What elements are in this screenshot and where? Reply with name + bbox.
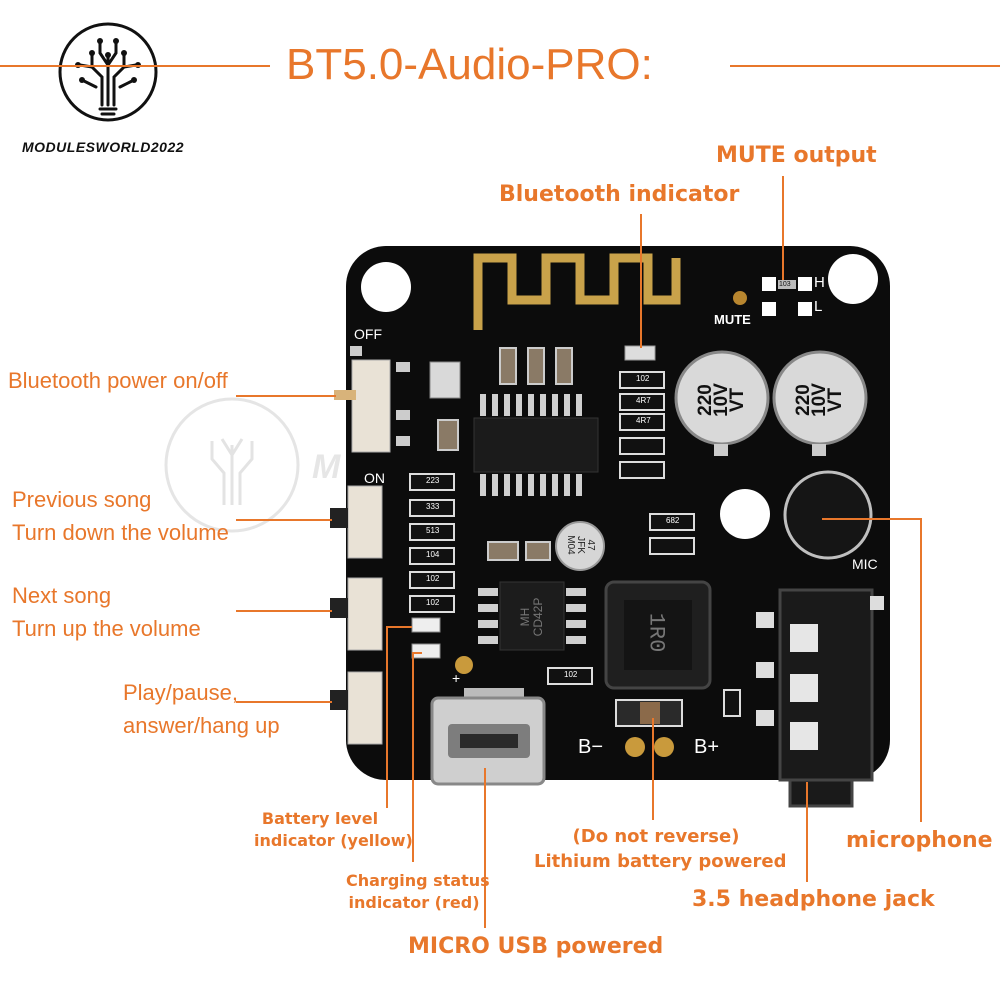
leader-usb	[484, 768, 486, 928]
inductor-marking: 1R0	[643, 612, 669, 653]
label-charging-status-line2: indicator (red)	[348, 893, 480, 912]
label-next-song: Next song Turn up the volume	[12, 579, 201, 645]
label-do-not-reverse: (Do not reverse)	[572, 826, 740, 847]
label-lithium-battery-powered: Lithium battery powered	[534, 851, 787, 872]
label-charging-status-line1: Charging status	[346, 871, 490, 890]
resistor-code: 102	[426, 598, 440, 607]
label-lithium-battery: (Do not reverse) Lithium battery powered	[534, 824, 787, 874]
label-microphone: microphone	[846, 828, 993, 853]
label-next-song-line1: Next song	[12, 583, 112, 608]
label-micro-usb: MICRO USB powered	[408, 934, 664, 959]
leader-prev	[236, 519, 332, 521]
resistor-code: 4R7	[636, 416, 651, 425]
charger-chip	[478, 581, 586, 651]
mute-jumper	[762, 277, 812, 316]
label-battery-level-line2: indicator (yellow)	[254, 831, 413, 850]
resistor-code: 102	[564, 670, 578, 679]
label-previous-song-line1: Previous song	[12, 487, 152, 512]
resistor-code: 223	[426, 476, 440, 485]
leader-play	[236, 701, 332, 703]
leader-jack	[806, 782, 808, 882]
resistor-code: 682	[666, 516, 680, 525]
leader-mute	[782, 176, 784, 280]
watermark-text: M	[312, 448, 341, 486]
bluetooth-chip	[473, 394, 599, 496]
leader-battery-level-v	[386, 626, 388, 808]
brand-name: MODULESWORLD2022	[22, 139, 185, 155]
battery-pads	[455, 656, 683, 757]
tact-buttons	[330, 485, 383, 745]
electrolytic-capacitors	[674, 350, 868, 456]
mounting-hole-top-left	[361, 262, 411, 312]
bluetooth-led	[624, 345, 656, 361]
silk-b-minus: B−	[578, 736, 604, 758]
mounting-hole-top-right	[828, 254, 878, 304]
label-bluetooth-power: Bluetooth power on/off	[8, 368, 228, 393]
resistor-code: 103	[779, 281, 791, 288]
silk-on: ON	[364, 470, 385, 486]
resistor-code: 104	[426, 550, 440, 559]
title-line-left	[0, 65, 270, 67]
leader-battery-level-h	[386, 626, 412, 628]
label-play-pause: Play/pause, answer/hang up	[123, 676, 280, 742]
microphone-capsule	[783, 470, 873, 560]
label-headphone-jack: 3.5 headphone jack	[692, 887, 935, 912]
watermark-logo	[164, 397, 300, 533]
resistor-code: 333	[426, 502, 440, 511]
label-mute-output: MUTE output	[716, 143, 877, 168]
label-bluetooth-indicator: Bluetooth indicator	[499, 182, 740, 207]
resistor-code: 102	[636, 374, 650, 383]
silk-plus: +	[452, 670, 461, 686]
resistor-code: 102	[426, 574, 440, 583]
silk-l: L	[814, 298, 823, 315]
silk-mute: MUTE	[714, 312, 751, 327]
leader-mic-h	[822, 518, 922, 520]
silk-h: H	[814, 274, 825, 291]
leader-next	[236, 610, 332, 612]
resistor-code: 513	[426, 526, 440, 535]
silk-off: OFF	[354, 326, 382, 342]
leader-mic-v	[920, 518, 922, 822]
label-play-pause-line2: answer/hang up	[123, 713, 280, 738]
label-previous-song: Previous song Turn down the volume	[12, 483, 229, 549]
silk-b-plus: B+	[694, 736, 720, 758]
resistor-code: 4R7	[636, 396, 651, 405]
silk-mic: MIC	[852, 556, 878, 572]
headphone-jack	[723, 588, 884, 808]
leader-charging-v	[412, 652, 414, 862]
label-previous-song-line2: Turn down the volume	[12, 520, 229, 545]
label-next-song-line2: Turn up the volume	[12, 616, 201, 641]
charging-led	[411, 643, 441, 659]
title-line-right	[730, 65, 1000, 67]
mute-pad	[733, 291, 747, 305]
leader-battery	[652, 718, 654, 820]
leader-power	[236, 395, 336, 397]
inductor	[604, 580, 712, 690]
leader-bt-indicator	[640, 214, 642, 348]
leader-charging-h	[412, 652, 422, 654]
crystal	[429, 361, 461, 399]
label-battery-level-line1: Battery level	[261, 809, 379, 828]
small-capacitor	[555, 521, 605, 571]
power-slide-switch	[334, 346, 410, 453]
label-play-pause-line1: Play/pause,	[123, 680, 238, 705]
page-title: BT5.0-Audio-PRO:	[286, 40, 653, 89]
brand-logo	[58, 22, 158, 122]
micro-usb-port	[430, 688, 546, 786]
label-charging-status: Charging status indicator (red)	[346, 870, 490, 914]
bluetooth-antenna	[473, 253, 681, 330]
mounting-hole-center	[720, 489, 770, 539]
label-battery-level: Battery level indicator (yellow)	[254, 808, 413, 852]
battery-level-led	[411, 617, 441, 633]
